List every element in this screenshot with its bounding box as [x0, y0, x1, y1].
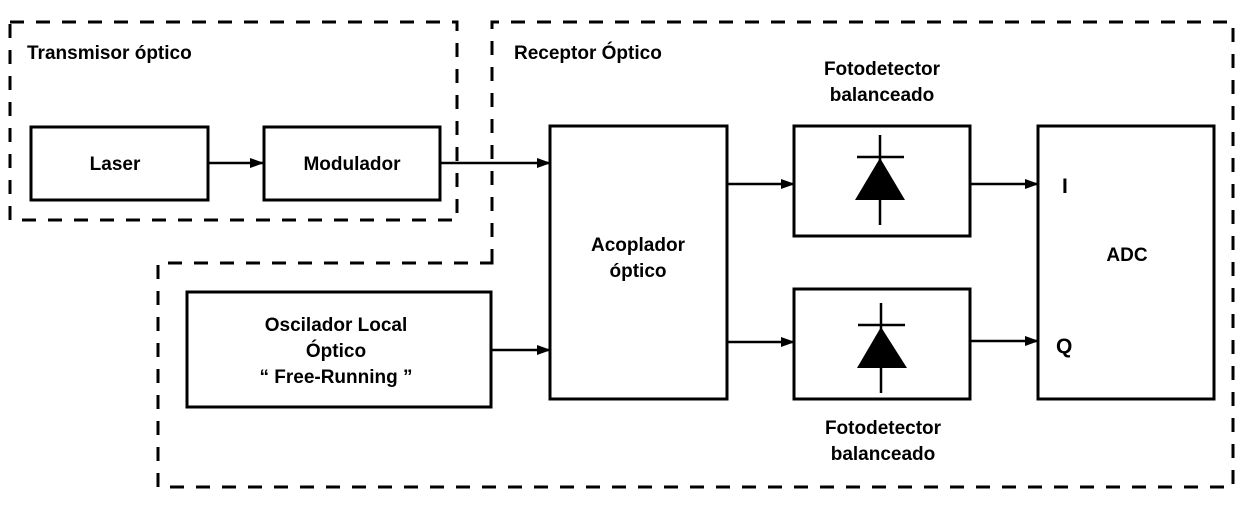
modulator-label: Modulador [303, 154, 401, 175]
photodiode-icon [857, 303, 907, 393]
local-oscillator-line-2: Óptico [306, 340, 366, 362]
local-oscillator-box [185, 290, 493, 409]
transmitter-group: Transmisor óptico [8, 20, 459, 222]
connections [208, 158, 1039, 355]
transmitter-group-title: Transmisor óptico [27, 43, 192, 64]
adc-label: ADC [1106, 245, 1147, 266]
laser-box [29, 125, 210, 202]
adc-port-i: I [1062, 175, 1068, 198]
photodetector-bottom-caption-1: Fotodetector [825, 418, 942, 439]
photodiode-icon [855, 135, 905, 225]
receiver-group-outline [156, 20, 1235, 489]
laser-label: Laser [90, 154, 141, 175]
photodetector-bottom-block: Fotodetector balanceado [792, 287, 972, 465]
adc-port-q: Q [1056, 335, 1072, 358]
photodetector-bottom-caption-2: balanceado [831, 444, 936, 465]
receiver-group-title: Receptor Óptico [514, 42, 662, 64]
local-oscillator-block: Oscilador Local Óptico “ Free-Running ” [185, 290, 493, 409]
photodetector-top-caption-1: Fotodetector [824, 59, 941, 80]
photodetector-top-caption-2: balanceado [830, 85, 935, 106]
modulator-block: Modulador [262, 125, 442, 202]
coupler-block: Acoplador óptico [548, 124, 729, 401]
adc-box [1036, 124, 1216, 401]
coupler-line-1: Acoplador [591, 235, 686, 256]
receiver-group: Receptor Óptico [156, 20, 1235, 489]
local-oscillator-line-3: “ Free-Running ” [259, 367, 412, 388]
transmitter-group-outline [8, 20, 459, 222]
laser-block: Laser [29, 125, 210, 202]
modulator-box [262, 125, 442, 202]
local-oscillator-line-1: Oscilador Local [265, 315, 408, 336]
photodetector-top-block: Fotodetector balanceado [792, 59, 972, 238]
coupler-box [548, 124, 729, 401]
adc-block: I ADC Q [1036, 124, 1216, 401]
coupler-line-2: óptico [610, 261, 667, 282]
